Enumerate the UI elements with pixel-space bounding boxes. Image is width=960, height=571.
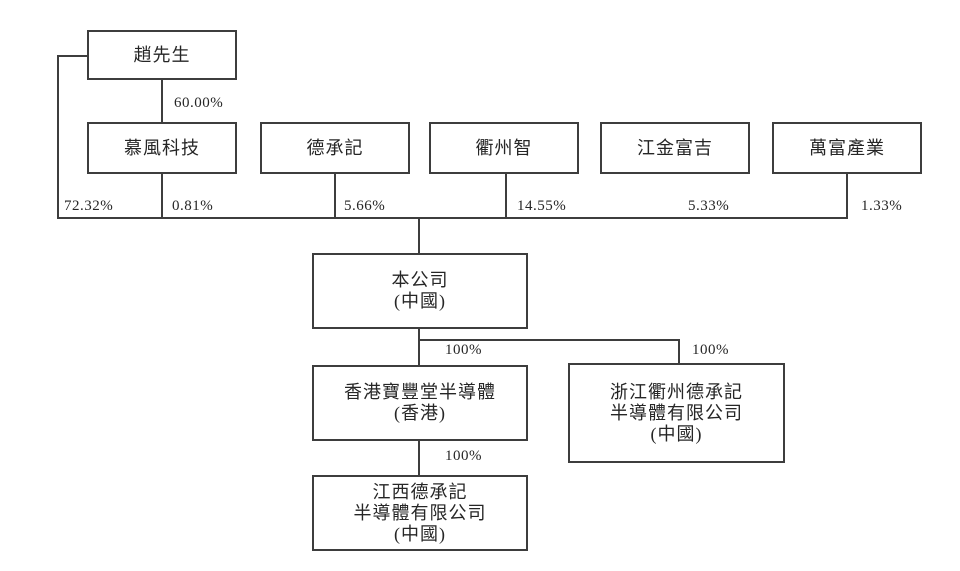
pct-company-to-zhejiang: 100% — [692, 342, 729, 358]
connector-zhao-left-vertical — [57, 55, 59, 219]
connector-dechengji-to-bus — [334, 174, 336, 219]
node-mufeng-technology-label: 慕風科技 — [124, 137, 200, 158]
node-hongkong-jurisdiction: (香港) — [394, 403, 446, 423]
connector-shareholder-bus — [57, 217, 848, 219]
node-jiangjin-fuji: 江金富吉 — [600, 122, 750, 174]
pct-zhao-to-mufeng: 60.00% — [174, 95, 224, 111]
connector-wanfu-to-bus — [846, 174, 848, 219]
node-jiangxi-dechengji-semiconductor: 江西德承記 半導體有限公司 (中國) — [312, 475, 528, 551]
node-zhejiang-name-line2: 半導體有限公司 — [610, 402, 743, 423]
node-wanfu-industry: 萬富產業 — [772, 122, 922, 174]
node-the-company-jurisdiction: (中國) — [394, 291, 446, 311]
pct-mufeng-to-company: 0.81% — [172, 198, 214, 214]
node-dechengji: 德承記 — [260, 122, 410, 174]
connector-branch-to-zhejiang — [678, 339, 680, 363]
connector-company-branch-horizontal — [418, 339, 680, 341]
node-quzhou-zhi: 衢州智 — [429, 122, 579, 174]
node-hongkong-baofengtang-semiconductor: 香港寶豐堂半導體 (香港) — [312, 365, 528, 441]
node-zhejiang-quzhou-dechengji-semiconductor: 浙江衢州德承記 半導體有限公司 (中國) — [568, 363, 785, 463]
node-the-company-name: 本公司 — [391, 270, 449, 290]
node-zhejiang-name-line1: 浙江衢州德承記 — [610, 381, 743, 402]
node-mr-zhao-label: 趙先生 — [133, 44, 191, 65]
connector-bus-to-company — [418, 217, 420, 253]
pct-wanfu-to-company: 1.33% — [861, 198, 903, 214]
node-hongkong-name: 香港寶豐堂半導體 — [344, 382, 496, 402]
pct-hongkong-to-jiangxi: 100% — [445, 448, 482, 464]
connector-hongkong-to-jiangxi — [418, 441, 420, 475]
node-jiangxi-name-line1: 江西德承記 — [372, 481, 468, 502]
node-the-company: 本公司 (中國) — [312, 253, 528, 329]
node-mr-zhao: 趙先生 — [87, 30, 237, 80]
node-jiangjin-fuji-label: 江金富吉 — [637, 137, 713, 158]
pct-jiangjinfuji-to-company: 5.33% — [688, 198, 730, 214]
connector-company-to-hongkong — [418, 329, 420, 365]
connector-zhao-left-horizontal — [57, 55, 87, 57]
node-quzhou-zhi-label: 衢州智 — [475, 137, 533, 158]
node-mufeng-technology: 慕風科技 — [87, 122, 237, 174]
connector-mufeng-to-bus — [161, 174, 163, 219]
node-jiangxi-name-line2: 半導體有限公司 — [353, 502, 487, 523]
pct-company-to-hongkong: 100% — [445, 342, 482, 358]
pct-zhao-to-company: 72.32% — [64, 198, 114, 214]
node-zhejiang-jurisdiction: (中國) — [650, 423, 703, 444]
node-wanfu-industry-label: 萬富產業 — [809, 137, 885, 158]
connector-zhao-to-mufeng — [161, 80, 163, 122]
node-dechengji-label: 德承記 — [306, 137, 364, 158]
node-jiangxi-jurisdiction: (中國) — [394, 523, 446, 544]
pct-dechengji-to-company: 5.66% — [344, 198, 386, 214]
pct-quzhouzhi-to-company: 14.55% — [517, 198, 567, 214]
connector-quzhouzhi-to-bus — [505, 174, 507, 219]
